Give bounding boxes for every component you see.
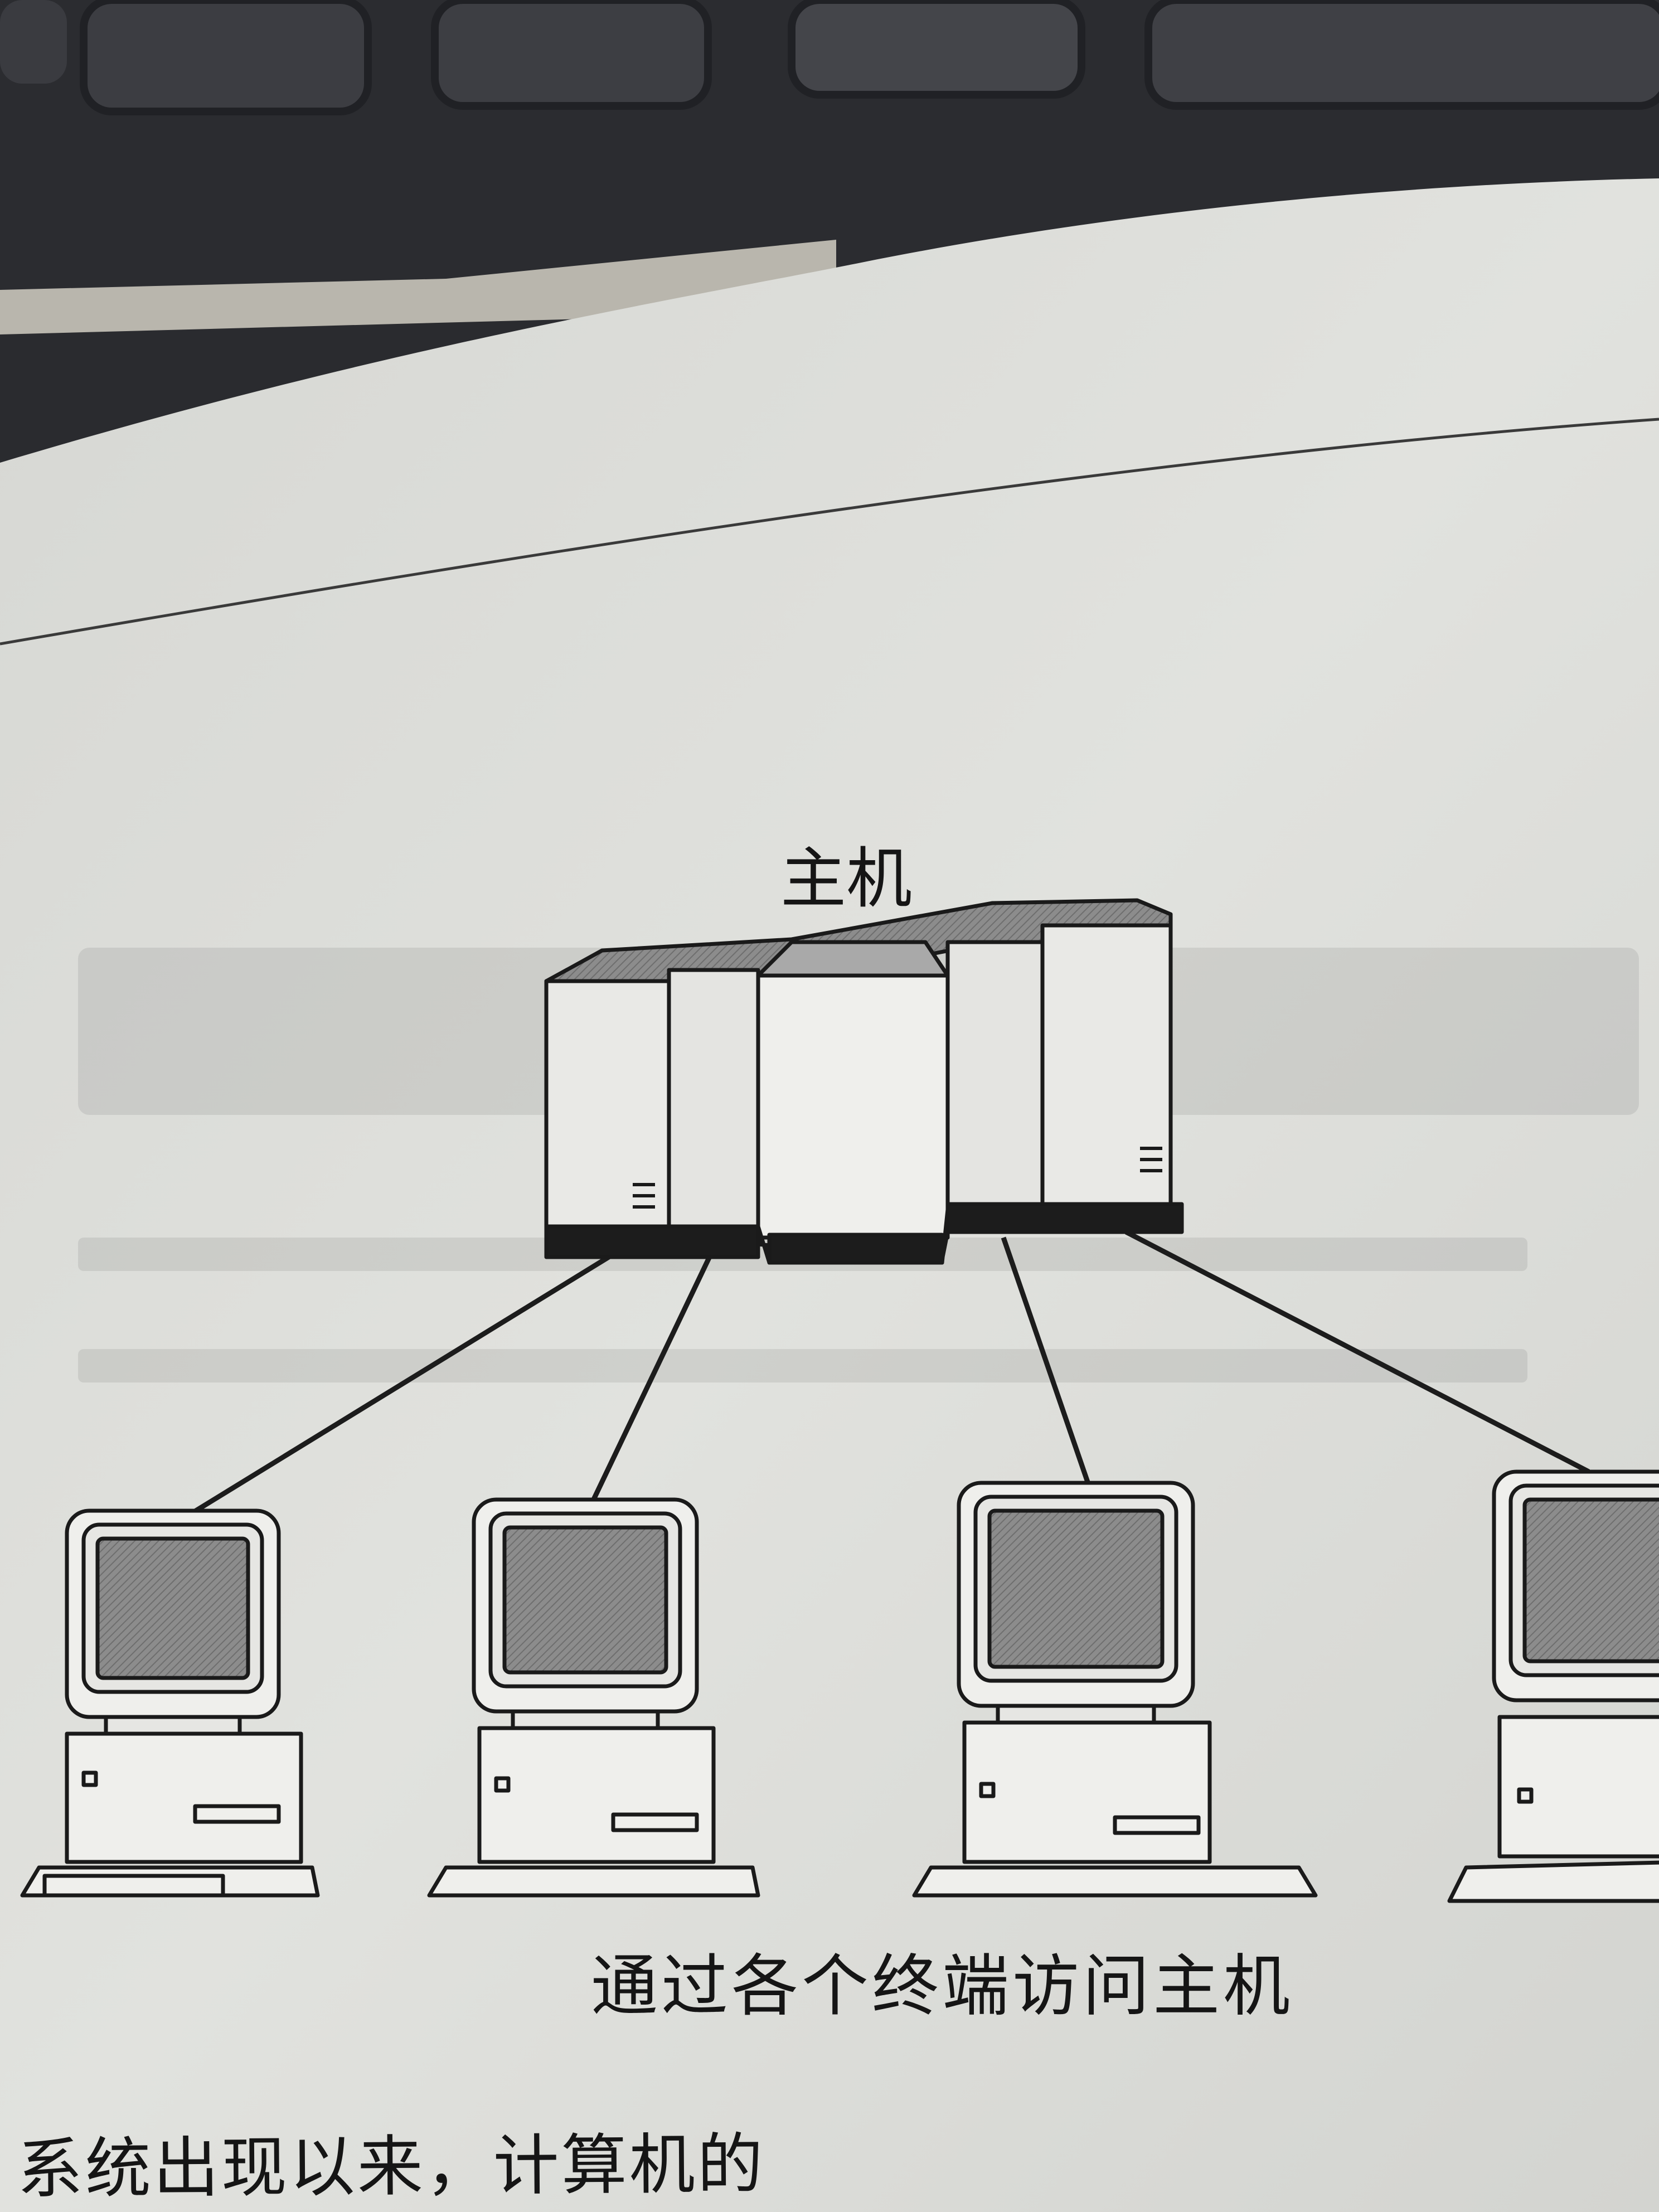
terminal-3 <box>912 1481 1318 1898</box>
figure-caption: 通过各个终端访问主机 <box>591 1948 1293 2025</box>
terminal-1 <box>20 1508 320 1898</box>
show-through-text <box>78 948 1639 1382</box>
network-links <box>185 1230 1590 1519</box>
keyboard-background <box>0 0 1659 312</box>
header-rule <box>0 418 1659 646</box>
body-text-partial-line: 系统出现以来，计算机的 <box>17 2125 766 2208</box>
terminal-2 <box>427 1497 760 1898</box>
mainframe-label: 主机 <box>780 840 913 917</box>
mainframe-server <box>544 898 1184 1265</box>
terminal-4-partial <box>1447 1469 1659 1903</box>
